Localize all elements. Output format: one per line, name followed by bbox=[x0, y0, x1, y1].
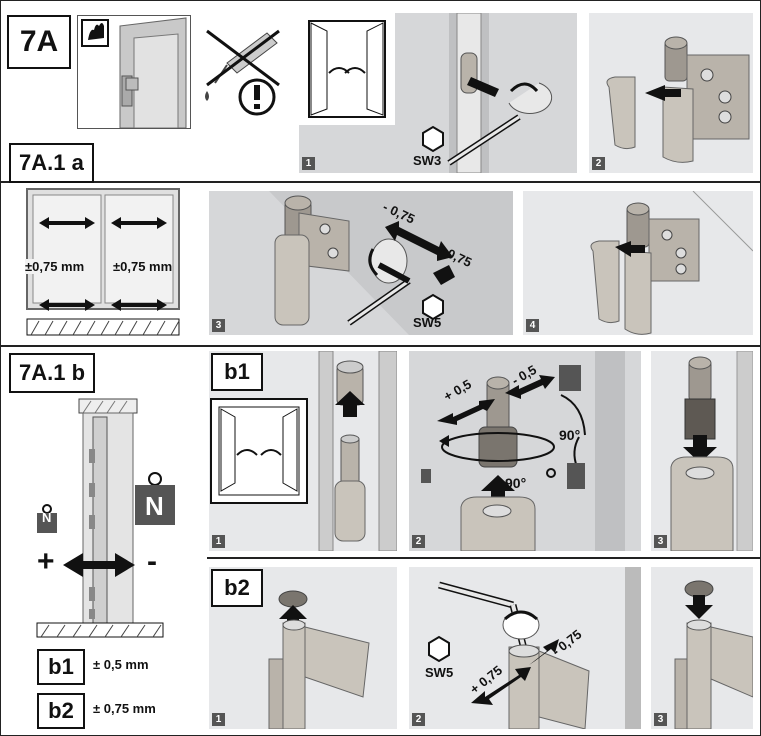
right-tolerance-label: ±0,75 mm bbox=[113, 259, 173, 274]
no-lubricant-warning bbox=[197, 23, 287, 119]
hinge-height-adjust-diagram bbox=[421, 351, 625, 551]
sash-side-view-diagram bbox=[36, 398, 175, 638]
hinge-top-cap-off-diagram bbox=[268, 590, 370, 729]
step-number-b2-1: 1 bbox=[212, 713, 225, 726]
step-number-b1-2: 2 bbox=[412, 535, 425, 548]
step-number-b2-3: 3 bbox=[654, 713, 667, 726]
step-panel-b2-1: b2 1 bbox=[209, 567, 397, 729]
no-oil-icon bbox=[205, 29, 280, 116]
divider-b1-b2 bbox=[207, 557, 760, 559]
legend-b1-code: b1 bbox=[37, 649, 85, 685]
legend-b2-value: ± 0,75 mm bbox=[93, 701, 156, 716]
step-number-3: 3 bbox=[212, 319, 225, 332]
hinge-cap-refit-diagram bbox=[670, 351, 753, 551]
hinge-cap-off-diagram bbox=[210, 351, 397, 551]
section-b-label: 7A.1 b bbox=[9, 353, 96, 393]
divider-top bbox=[1, 181, 760, 183]
step-panel-b1-2: + 0,5 - 0,5 90° 90° 2 bbox=[409, 351, 641, 551]
section-a-label: 7A.1 a bbox=[9, 143, 94, 183]
tool-sw3-label: SW3 bbox=[413, 153, 442, 168]
hinge-top-cap-refit-diagram bbox=[674, 580, 753, 729]
b2-label: b2 bbox=[211, 569, 263, 607]
divider-middle bbox=[1, 345, 760, 347]
window-hinge-illustration bbox=[77, 15, 191, 129]
step-number-b1-1: 1 bbox=[212, 535, 225, 548]
big-weight-label: N bbox=[145, 491, 164, 521]
step-number-1: 1 bbox=[302, 157, 315, 170]
double-window-tolerance-diagram: ±0,75 mm ±0,75 mm bbox=[13, 187, 193, 337]
legend-b1-value: ± 0,5 mm bbox=[93, 657, 149, 672]
step-panel-a-3: - 0,75 + 0,75 SW5 3 bbox=[209, 191, 513, 335]
step-panel-b2-2: SW5 + 0,75 - 0,75 2 bbox=[409, 567, 641, 729]
hinge-cover-refit-diagram bbox=[590, 191, 753, 335]
step-number-b2-2: 2 bbox=[412, 713, 425, 726]
hinge-cap-removal-diagram bbox=[299, 13, 553, 173]
double-window-diagram bbox=[26, 188, 180, 336]
hinge-cover-removal-diagram bbox=[606, 36, 750, 163]
step-panel-b1-3: 3 bbox=[651, 351, 753, 551]
step-panel-b2-3: 3 bbox=[651, 567, 753, 729]
tool-sw5-label-b2: SW5 bbox=[425, 665, 454, 680]
step-panel-b1-1: b1 1 bbox=[209, 351, 397, 551]
minus-sign: - bbox=[147, 545, 157, 578]
window-hinge-icon bbox=[81, 17, 187, 128]
step-number-4: 4 bbox=[526, 319, 539, 332]
section-main-label: 7A bbox=[7, 15, 71, 69]
rotation-90-label-2: 90° bbox=[505, 475, 527, 491]
legend-b2-code: b2 bbox=[37, 693, 85, 729]
b1-label: b1 bbox=[211, 353, 263, 391]
step-number-2: 2 bbox=[592, 157, 605, 170]
step-number-b1-3: 3 bbox=[654, 535, 667, 548]
hinge-top-adjust-diagram bbox=[428, 567, 641, 729]
rotation-90-label-1: 90° bbox=[559, 427, 581, 443]
step-panel-a-4: 4 bbox=[523, 191, 753, 335]
plus-sign: + bbox=[37, 545, 55, 578]
small-weight-label: N bbox=[42, 510, 52, 525]
hinge-lateral-adjust-diagram bbox=[269, 191, 513, 335]
step-panel-top-1: SW3 1 bbox=[299, 13, 577, 173]
tool-sw5-label: SW5 bbox=[413, 315, 442, 330]
sash-height-adjust-diagram: N N + - bbox=[29, 397, 205, 639]
left-tolerance-label: ±0,75 mm bbox=[25, 259, 85, 274]
step-panel-top-2: 2 bbox=[589, 13, 753, 173]
